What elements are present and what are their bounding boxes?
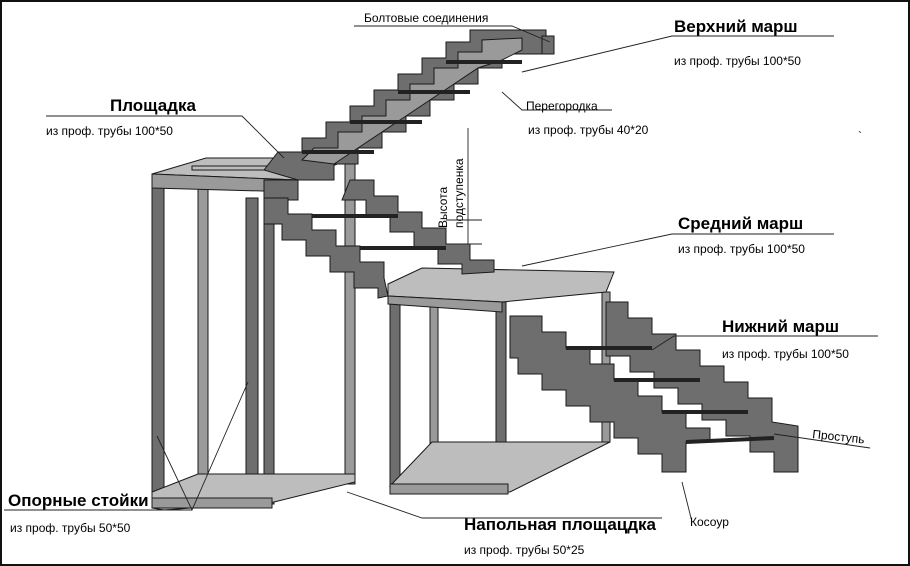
floor-platform-label: Напольная площацдка: [464, 515, 657, 534]
lower-flight-label: Нижний марш: [722, 317, 839, 336]
middle-flight-sub: из проф. трубы 100*50: [678, 242, 805, 256]
floor-platform-sub: из проф. трубы 50*25: [464, 543, 585, 557]
lower-flight: [509, 301, 799, 473]
bolts-label: Болтовые соединения: [364, 11, 488, 25]
stringer-label: Косоур: [690, 515, 729, 529]
support-posts-label: Опорные стойки: [8, 491, 149, 510]
partition-label: Перегородка: [526, 99, 598, 113]
lower-flight-sub: из проф. трубы 100*50: [722, 347, 849, 361]
tread-label: Проступь: [812, 427, 866, 446]
upper-flight-label: Верхний марш: [674, 17, 798, 36]
upper-flight: [263, 29, 555, 181]
landing-sub: из проф. трубы 100*50: [46, 124, 173, 138]
riser-height-label-2: подступенка: [452, 158, 466, 228]
riser-height-dimension: [446, 128, 482, 245]
middle-flight-label: Средний марш: [678, 214, 803, 233]
support-posts-sub: из проф. трубы 50*50: [10, 521, 131, 535]
partition-sub: из проф. трубы 40*20: [528, 123, 649, 137]
middle-flight: [263, 179, 495, 299]
riser-height-label-1: Высота: [436, 186, 450, 228]
leader-lines: [4, 25, 878, 523]
stray-mark: `: [858, 129, 862, 143]
left-support-frame: [151, 157, 356, 511]
upper-flight-sub: из проф. трубы 100*50: [674, 54, 801, 68]
landing-label: Площадка: [110, 96, 196, 115]
tread-dimension: [773, 433, 871, 449]
